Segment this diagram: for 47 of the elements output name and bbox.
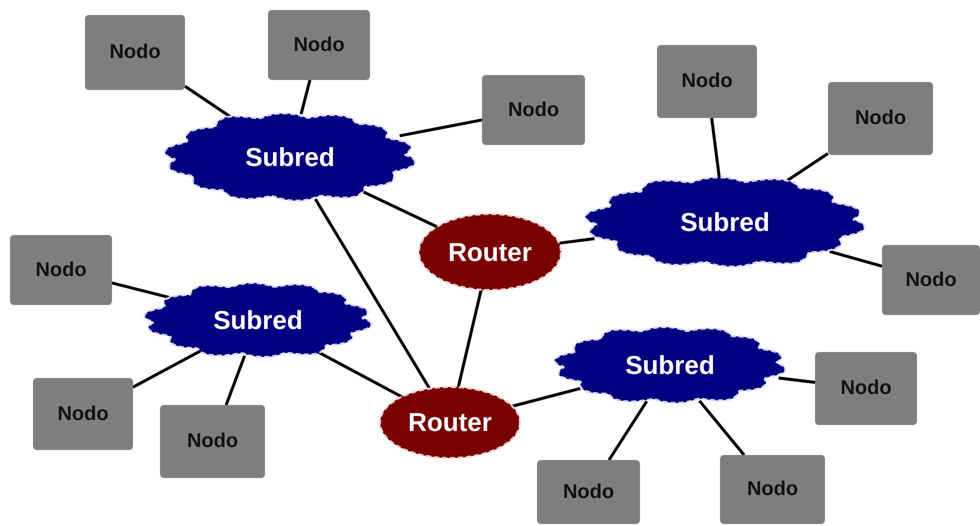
network-node-box — [160, 405, 265, 478]
node-label: Nodo — [109, 41, 161, 64]
connector-line — [112, 282, 170, 299]
network-node-box — [10, 235, 112, 305]
connector-line — [399, 118, 482, 138]
connector-line — [608, 400, 648, 461]
connector-line — [829, 250, 882, 268]
network-node-box — [537, 460, 640, 524]
node-label: Nodo — [854, 107, 906, 130]
node-label: Router — [408, 407, 492, 438]
node-label: Nodo — [57, 402, 109, 426]
node-label: Subred — [680, 206, 770, 238]
node-label: Subred — [213, 304, 303, 336]
connector-line — [224, 355, 246, 406]
node-label: Nodo — [35, 258, 87, 282]
connector-line — [300, 80, 312, 115]
node-label: Nodo — [508, 98, 560, 122]
network-node-box — [482, 75, 585, 145]
node-label: Nodo — [293, 34, 345, 56]
connector-line — [710, 118, 721, 178]
node-label: Router — [448, 236, 532, 268]
network-node-box — [33, 378, 133, 450]
node-label: Nodo — [562, 480, 614, 504]
node-label: Nodo — [186, 430, 238, 453]
connector-line — [698, 400, 746, 456]
node-label: Nodo — [681, 70, 733, 93]
connector-line — [778, 376, 816, 384]
connector-line — [314, 198, 431, 390]
node-label: Subred — [625, 350, 715, 380]
connector-line — [132, 350, 201, 388]
node-label: Subred — [245, 142, 335, 172]
network-node-box — [268, 10, 370, 80]
connector-line — [512, 387, 581, 408]
network-node-box — [657, 45, 757, 118]
network-node-box — [85, 15, 185, 90]
node-label: Nodo — [905, 268, 957, 292]
connector-line — [362, 190, 438, 228]
network-node-box — [828, 82, 933, 155]
router-ellipse — [417, 212, 563, 292]
network-node-box — [720, 455, 825, 524]
router-ellipse — [378, 385, 522, 460]
network-node-box — [882, 245, 980, 315]
network-node-box — [815, 352, 917, 425]
node-label: Nodo — [746, 478, 798, 501]
node-label: Nodo — [840, 377, 892, 400]
connector-line — [456, 289, 483, 388]
connector-line — [558, 237, 595, 245]
